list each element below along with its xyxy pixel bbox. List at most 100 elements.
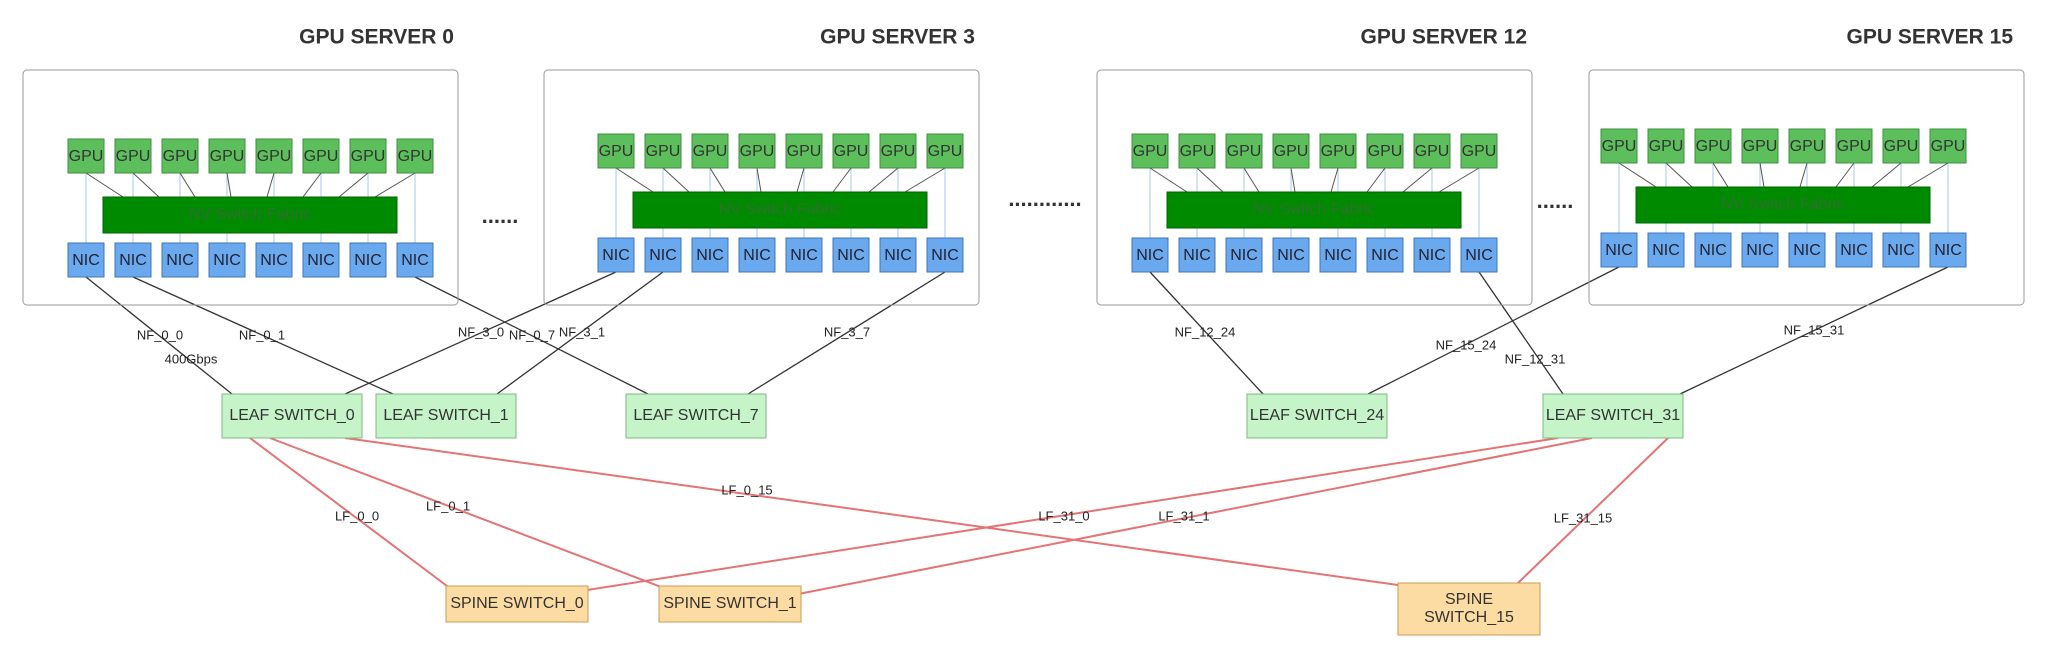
nv-switch-fabric-label: NV Switch Fabric	[189, 206, 312, 223]
nic-label: NIC	[260, 252, 288, 269]
gpu-box	[1882, 128, 1920, 164]
nic-label: NIC	[1934, 242, 1962, 259]
gpu-box	[1319, 133, 1357, 169]
gpu-label: GPU	[1884, 138, 1919, 155]
gpu-box	[691, 133, 729, 169]
gpu-fabric-link	[1759, 162, 1765, 188]
gpu-box	[1272, 133, 1310, 169]
nic-box	[1694, 232, 1732, 268]
nv-switch-fabric-label: NV Switch Fabric	[1253, 201, 1376, 218]
gpu-box	[1366, 133, 1404, 169]
nic-label: NIC	[790, 247, 818, 264]
spine-switch-label: SPINE SWITCH_1	[663, 595, 796, 612]
gpu-label: GPU	[928, 143, 963, 160]
nic-label: NIC	[72, 252, 100, 269]
gpu-fabric-link	[1712, 162, 1729, 188]
leaf-spine-link-label: LF_0_1	[426, 498, 470, 513]
nic-box	[1272, 237, 1310, 273]
nic-label: NIC	[1230, 247, 1258, 264]
gpu-box	[396, 138, 434, 174]
spine-switch	[658, 585, 802, 623]
nic-link-label: NF_15_24	[1436, 337, 1497, 352]
gpu-fabric-link	[302, 172, 322, 198]
gpu-fabric-link	[1907, 162, 1949, 188]
nic-label: NIC	[1746, 242, 1774, 259]
nic-box	[1225, 237, 1263, 273]
spine-switch-label: SPINE SWITCH_0	[450, 595, 583, 612]
gpu-label: GPU	[351, 148, 386, 165]
nic-box	[785, 237, 823, 273]
gpu-label: GPU	[1462, 143, 1497, 160]
nodes-layer	[22, 69, 2025, 636]
gpu-label: GPU	[1696, 138, 1731, 155]
nic-box	[926, 237, 964, 273]
gpu-box	[1741, 128, 1779, 164]
gpu-label: GPU	[1837, 138, 1872, 155]
ellipsis: ......	[1537, 188, 1574, 213]
gpu-fabric-link	[1799, 162, 1808, 188]
nic-label: NIC	[1652, 242, 1680, 259]
nic-label: NIC	[743, 247, 771, 264]
gpu-box	[1788, 128, 1826, 164]
gpu-label: GPU	[116, 148, 151, 165]
leaf-switch	[221, 393, 363, 439]
gpu-box	[161, 138, 199, 174]
gpu-box	[832, 133, 870, 169]
gpu-fabric-link	[904, 167, 946, 193]
gpu-server-box	[1096, 69, 1533, 306]
gpu-fabric-link	[338, 172, 369, 198]
leaf-spine-link-label: LF_0_15	[721, 482, 772, 497]
spine-switch-label: SPINE	[1445, 591, 1493, 608]
server-title: GPU SERVER 12	[1360, 26, 1527, 49]
nic-box	[302, 242, 340, 278]
nic-link-label: NF_3_0	[458, 324, 504, 339]
gpu-fabric-link	[1438, 167, 1480, 193]
leaf-spine-link	[249, 437, 464, 599]
nic-label: NIC	[401, 252, 429, 269]
nic-label: NIC	[354, 252, 382, 269]
nic-link-label: NF_0_7	[509, 327, 555, 342]
nic-label: NIC	[1277, 247, 1305, 264]
gpu-label: GPU	[740, 143, 775, 160]
gpu-box	[926, 133, 964, 169]
nic-box	[1788, 232, 1826, 268]
leaf-spine-link	[1517, 437, 1669, 584]
gpu-label: GPU	[1415, 143, 1450, 160]
nic-box	[1600, 232, 1638, 268]
nv-switch-fabric-label: NV Switch Fabric	[719, 201, 842, 218]
gpu-label: GPU	[69, 148, 104, 165]
nic-label: NIC	[213, 252, 241, 269]
gpu-fabric-link	[266, 172, 275, 198]
leaf-switch	[625, 393, 767, 439]
spine-switch	[1397, 582, 1541, 636]
gpu-label: GPU	[1180, 143, 1215, 160]
gpu-box	[1835, 128, 1873, 164]
gpu-box	[597, 133, 635, 169]
nic-label: NIC	[1418, 247, 1446, 264]
gpu-fabric-link	[1330, 167, 1339, 193]
gpu-box	[1225, 133, 1263, 169]
gpu-fabric-link	[756, 167, 762, 193]
gpu-box	[785, 133, 823, 169]
nic-box	[114, 242, 152, 278]
gpu-box	[67, 138, 105, 174]
gpu-fabric-link	[1871, 162, 1902, 188]
gpu-fabric-link	[1243, 167, 1260, 193]
nic-label: NIC	[307, 252, 335, 269]
nic-link-label: NF_3_7	[824, 324, 870, 339]
labels-layer: GPU SERVER 0GPUNICGPUNICGPUNICGPUNICGPUN…	[69, 26, 2014, 627]
nic-box	[832, 237, 870, 273]
nic-label: NIC	[166, 252, 194, 269]
nic-label: NIC	[119, 252, 147, 269]
gpu-label: GPU	[646, 143, 681, 160]
leaf-switch-label: LEAF SWITCH_31	[1546, 407, 1680, 424]
nic-box	[1741, 232, 1779, 268]
gpu-box	[738, 133, 776, 169]
leaf-spine-link-label: LF_0_0	[335, 508, 379, 523]
gpu-label: GPU	[1368, 143, 1403, 160]
gpu-fabric-link	[796, 167, 805, 193]
gpu-box	[879, 133, 917, 169]
gpu-fabric-link	[1402, 167, 1433, 193]
nic-box	[738, 237, 776, 273]
